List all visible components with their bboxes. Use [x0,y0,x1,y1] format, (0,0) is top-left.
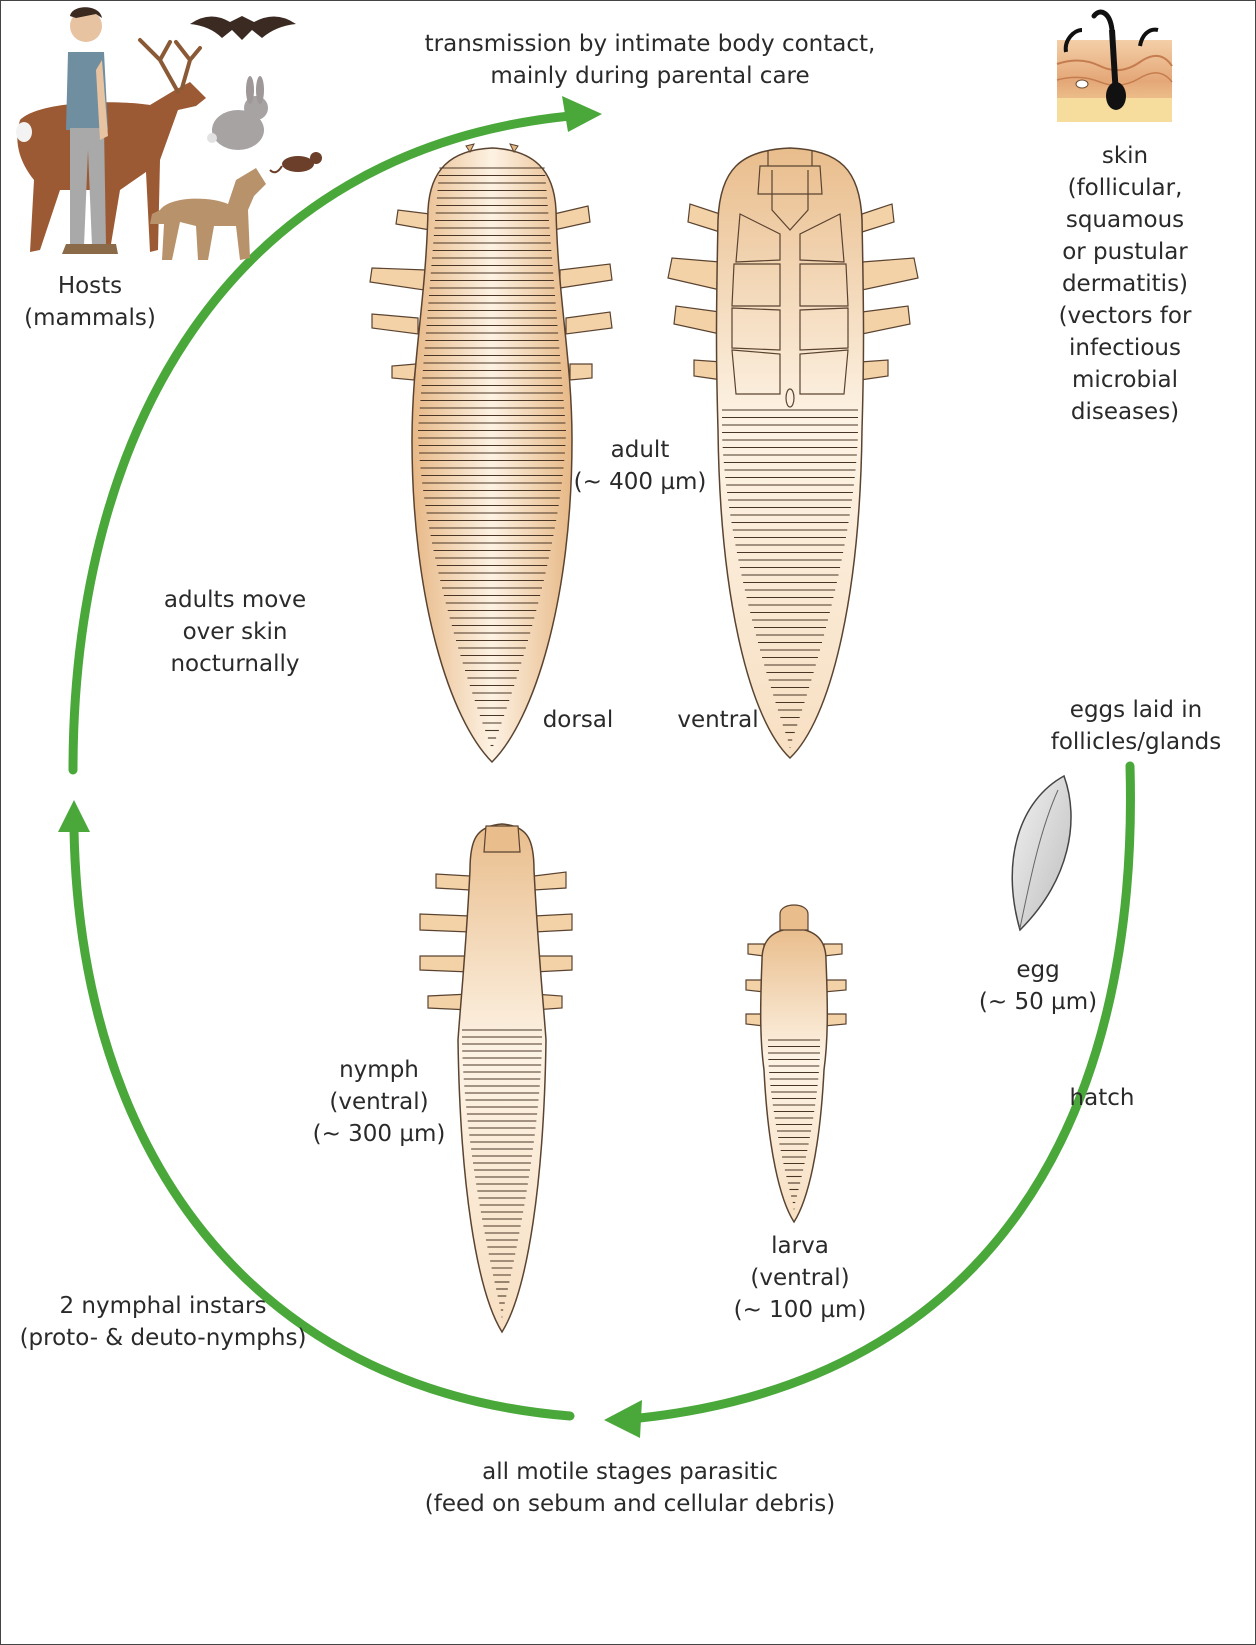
label-skin-line-7: infectious [1040,332,1210,364]
label-adult-line-1: adult [570,434,710,466]
label-larva: larva (ventral) (~ 100 µm) [730,1230,870,1326]
label-hatch-text: hatch [1052,1082,1152,1114]
label-egg: egg (~ 50 µm) [968,954,1108,1018]
label-transmission-line-2: mainly during parental care [400,60,900,92]
label-all-motile: all motile stages parasitic (feed on seb… [420,1456,840,1520]
label-eggs-laid-line-2: follicles/glands [1036,726,1236,758]
bat-icon [190,16,296,40]
label-nymphal-instars-line-1: 2 nymphal instars [8,1290,318,1322]
label-all-motile-line-2: (feed on sebum and cellular debris) [420,1488,840,1520]
label-all-motile-line-1: all motile stages parasitic [420,1456,840,1488]
label-hosts-line-2: (mammals) [10,302,170,334]
cycle-arrows [58,96,1130,1438]
mouse-icon [270,152,322,172]
label-eggs-laid: eggs laid in follicles/glands [1036,694,1236,758]
label-larva-line-1: larva [730,1230,870,1262]
label-nymph-line-2: (ventral) [304,1086,454,1118]
label-skin-line-2: (follicular, [1040,172,1210,204]
label-skin-line-8: microbial [1040,364,1210,396]
label-hosts: Hosts (mammals) [10,270,170,334]
label-adults-move-line-1: adults move [150,584,320,616]
label-egg-line-1: egg [968,954,1108,986]
egg-icon [1012,776,1071,930]
label-ventral-text: ventral [668,704,768,736]
label-adults-move: adults move over skin nocturnally [150,584,320,680]
arrowhead-bottom [604,1400,642,1438]
label-ventral: ventral [668,704,768,736]
label-adult: adult (~ 400 µm) [570,434,710,498]
arrowhead-left [58,800,90,832]
label-nymphal-instars: 2 nymphal instars (proto- & deuto-nymphs… [8,1290,318,1354]
label-transmission: transmission by intimate body contact, m… [400,28,900,92]
label-larva-line-2: (ventral) [730,1262,870,1294]
label-eggs-laid-line-1: eggs laid in [1036,694,1236,726]
label-larva-line-3: (~ 100 µm) [730,1294,870,1326]
label-skin-line-4: or pustular [1040,236,1210,268]
label-skin: skin (follicular, squamous or pustular d… [1040,140,1210,428]
label-skin-line-5: dermatitis) [1040,268,1210,300]
skin-section-icon [1057,12,1172,122]
label-skin-line-6: (vectors for [1040,300,1210,332]
arrowhead-top [562,96,602,132]
label-skin-line-1: skin [1040,140,1210,172]
label-adults-move-line-3: nocturnally [150,648,320,680]
label-nymph-line-1: nymph [304,1054,454,1086]
label-skin-line-3: squamous [1040,204,1210,236]
label-adult-line-2: (~ 400 µm) [570,466,710,498]
label-hosts-line-1: Hosts [10,270,170,302]
label-hatch: hatch [1052,1082,1152,1114]
label-nymphal-instars-line-2: (proto- & deuto-nymphs) [8,1322,318,1354]
label-skin-line-9: diseases) [1040,396,1210,428]
larva-mite [746,905,846,1222]
dog-icon [150,168,266,260]
label-adults-move-line-2: over skin [150,616,320,648]
rabbit-icon [207,76,268,150]
label-egg-line-2: (~ 50 µm) [968,986,1108,1018]
label-transmission-line-1: transmission by intimate body contact, [400,28,900,60]
label-nymph: nymph (ventral) (~ 300 µm) [304,1054,454,1150]
label-dorsal-text: dorsal [528,704,628,736]
hosts-illustration [16,7,322,260]
label-dorsal: dorsal [528,704,628,736]
label-nymph-line-3: (~ 300 µm) [304,1118,454,1150]
